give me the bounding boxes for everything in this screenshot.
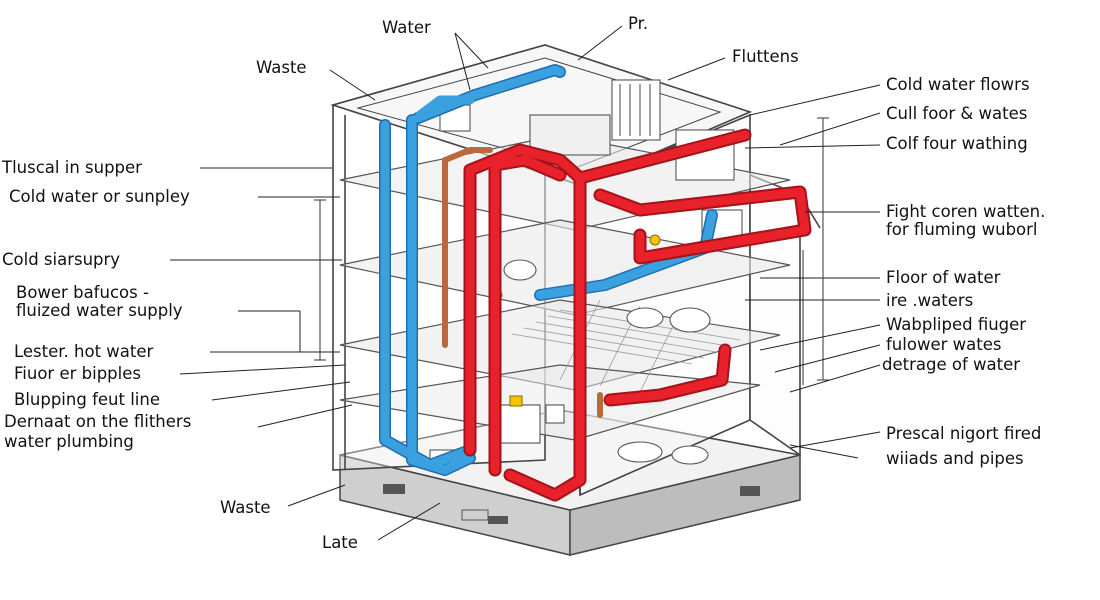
label-left-fiuor: Fiuor er bipples	[14, 364, 141, 383]
label-left-bower-line2: fluized water supply	[16, 301, 183, 320]
label-top-water: Water	[382, 18, 431, 37]
label-right-fight-line2: for fluming wuborl	[886, 220, 1038, 239]
hot-water-pipes	[463, 128, 812, 502]
label-left-tluscal: Tluscal in supper	[2, 158, 142, 177]
label-left-waste-top: Waste	[256, 58, 307, 77]
label-right-cold-water-flowrs: Cold water flowrs	[886, 75, 1030, 94]
room-fixtures	[429, 79, 743, 471]
label-left-blupping: Blupping feut line	[14, 390, 160, 409]
label-left-lester: Lester. hot water	[14, 342, 154, 361]
label-right-prescal-line1: Prescal nigort fired	[886, 424, 1042, 443]
label-right-floor-of-water: Floor of water	[886, 268, 1001, 287]
label-right-wabpliped: Wabpliped fiuger	[886, 315, 1027, 334]
leader-lines	[170, 25, 881, 541]
label-top-pr: Pr.	[628, 14, 649, 33]
label-right-colf-four: Colf four wathing	[886, 134, 1028, 153]
label-top-fluttens: Fluttens	[732, 47, 799, 66]
label-right-fight-line1: Fight coren watten.	[886, 202, 1046, 221]
label-right-ire-waters: ire .waters	[886, 291, 974, 310]
label-right-fulower: fulower wates	[886, 335, 1002, 354]
label-left-cold-siarsupry: Cold siarsupry	[2, 250, 121, 269]
label-right-cull-foor: Cull foor & wates	[886, 104, 1028, 123]
copper-pipe	[442, 147, 603, 418]
label-left-bower-line1: Bower bafucos -	[16, 283, 149, 302]
label-right-prescal-line2: wiiads and pipes	[886, 449, 1024, 468]
label-left-dernaat-line2: water plumbing	[4, 432, 134, 451]
label-left-cold-water-or-sunpley: Cold water or sunpley	[9, 187, 190, 206]
label-bottom-waste: Waste	[220, 498, 271, 517]
label-left-dernaat-line1: Dernaat on the flithers	[4, 412, 192, 431]
label-bottom-late: Late	[322, 533, 358, 552]
cold-water-pipes	[379, 64, 718, 476]
dimension-markers	[314, 117, 829, 385]
label-right-detrage: detrage of water	[882, 355, 1021, 374]
